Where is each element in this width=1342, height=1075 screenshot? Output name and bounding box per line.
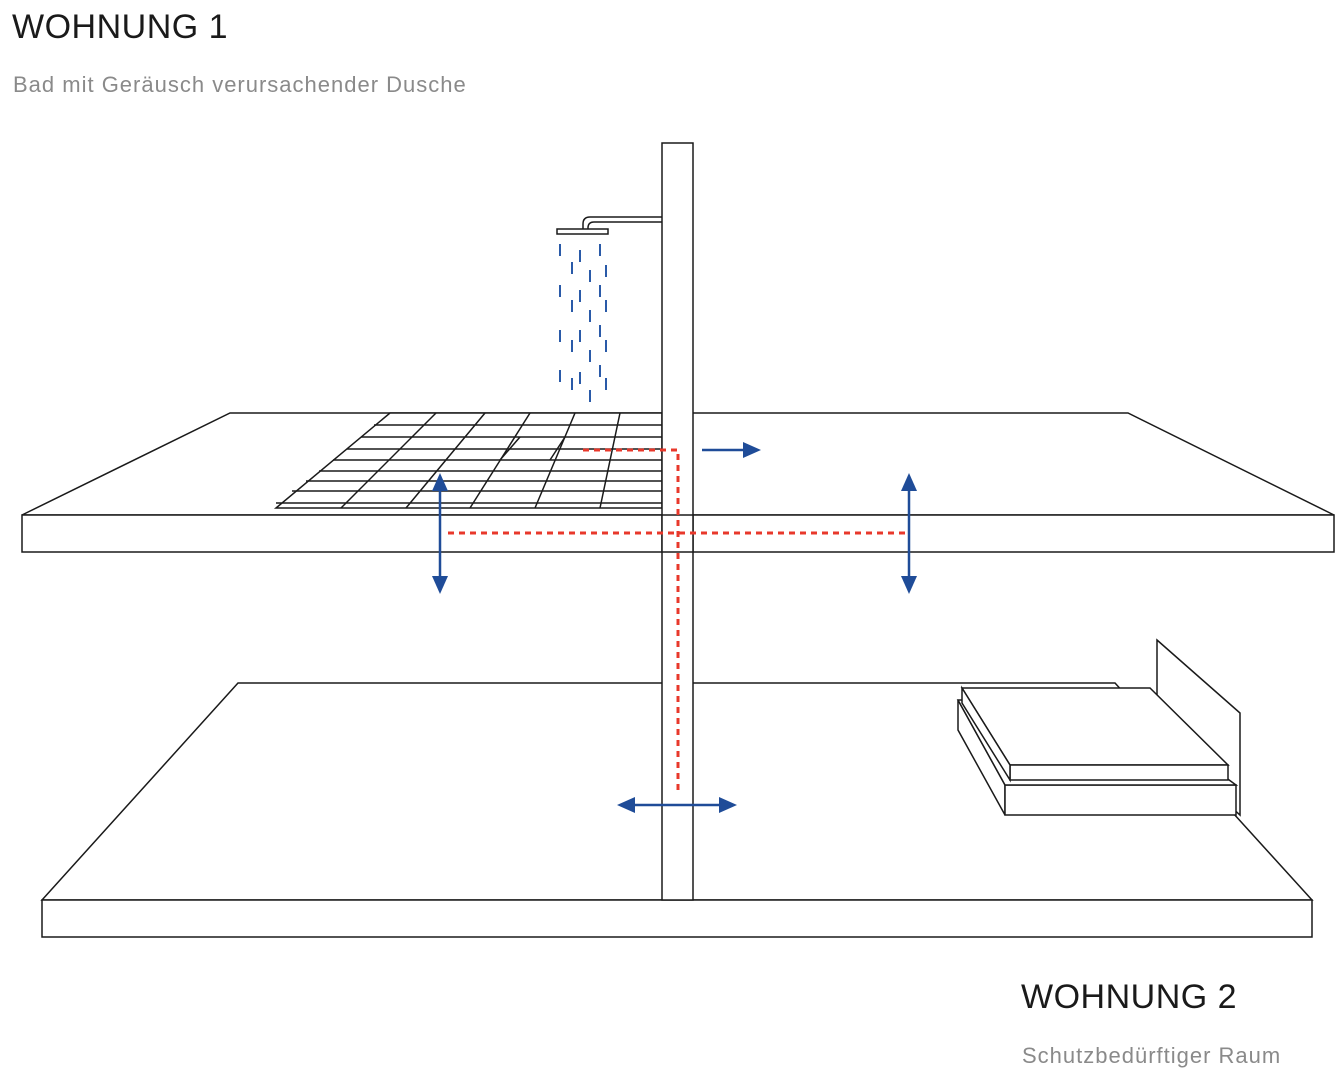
apartment2-subtitle: Schutzbedürftiger Raum <box>1022 1043 1282 1068</box>
bed-icon <box>956 638 1241 817</box>
arrow-vertical-left <box>432 473 448 594</box>
sound-path <box>448 448 905 795</box>
transmission-arrows <box>432 442 917 813</box>
apartment1-subtitle: Bad mit Geräusch verursachender Dusche <box>13 72 467 97</box>
shower-head-icon <box>556 216 662 235</box>
water-drops <box>559 244 607 402</box>
arrow-vertical-right <box>901 473 917 594</box>
apartment1-title: WOHNUNG 1 <box>12 8 229 46</box>
arrow-horizontal-lower <box>617 797 737 813</box>
apartment2-title: WOHNUNG 2 <box>1021 978 1238 1016</box>
arrow-right-upper <box>702 442 761 458</box>
tile-floor-icon <box>273 412 663 509</box>
